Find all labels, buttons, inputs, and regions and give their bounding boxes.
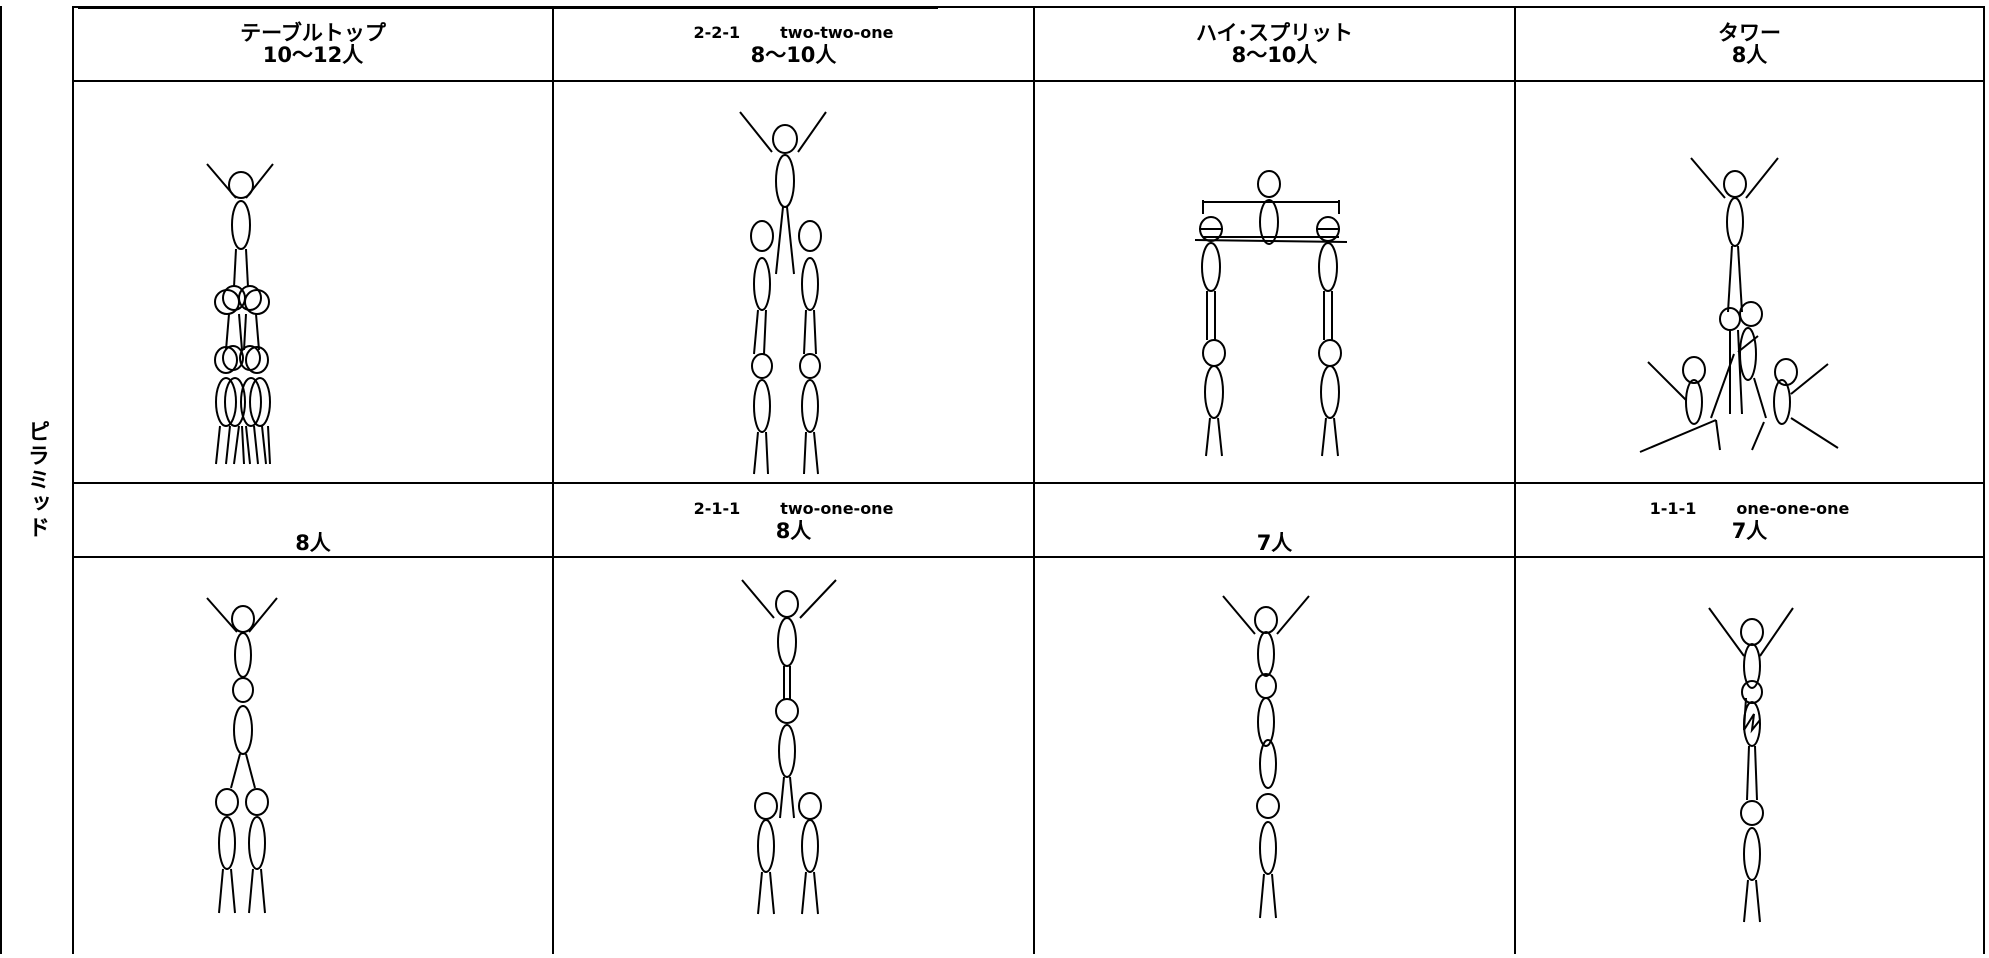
- two-one-one-illustration: [554, 558, 1033, 954]
- header-eight-people: 8人: [74, 484, 552, 556]
- formation-english: two-two-one: [780, 22, 893, 44]
- side-label-text: ピラミッド: [20, 420, 52, 540]
- formation-english: two-one-one: [780, 498, 893, 520]
- formation-english: one-one-one: [1736, 498, 1849, 520]
- header-one-one-one: 1-1-1 one-one-one 7人: [1516, 484, 1983, 556]
- high-split-illustration: [1035, 82, 1514, 482]
- one-one-one-illustration: [1516, 558, 1983, 954]
- person-count: 8～10人: [1232, 44, 1318, 66]
- formation-code: 1-1-1: [1650, 498, 1697, 520]
- header-table-top: テーブルトップ 10～12人: [74, 8, 552, 80]
- seven-people-illustration: [1035, 558, 1514, 954]
- formation-name: タワー: [1718, 22, 1781, 44]
- person-count: 8人: [776, 520, 812, 542]
- tower-illustration: [1516, 82, 1983, 482]
- person-count: 7人: [1732, 520, 1768, 542]
- eight-people-illustration: [74, 558, 552, 954]
- side-label: ピラミッド: [0, 6, 72, 954]
- header-two-two-one: 2-2-1 two-two-one 8～10人: [554, 8, 1033, 80]
- pyramid-table: ピラミッド テーブルトップ 10～12人 2-2-1 two-two-one 8…: [0, 6, 1985, 954]
- person-count: 7人: [1257, 532, 1293, 554]
- person-count: 8人: [1732, 44, 1768, 66]
- two-two-one-illustration: [554, 82, 1033, 482]
- header-two-one-one: 2-1-1 two-one-one 8人: [554, 484, 1033, 556]
- person-count: 8～10人: [751, 44, 837, 66]
- table-border-right: [1983, 6, 1985, 954]
- table-top-illustration: [74, 82, 552, 482]
- formation-name: ハイ･スプリット: [1196, 22, 1353, 44]
- header-high-split: ハイ･スプリット 8～10人: [1035, 8, 1514, 80]
- header-seven-people: 7人: [1035, 484, 1514, 556]
- person-count: 10～12人: [263, 44, 363, 66]
- header-tower: タワー 8人: [1516, 8, 1983, 80]
- person-count: 8人: [295, 532, 331, 554]
- formation-name: テーブルトップ: [240, 22, 386, 44]
- formation-code: 2-2-1: [693, 22, 740, 44]
- formation-code: 2-1-1: [694, 498, 741, 520]
